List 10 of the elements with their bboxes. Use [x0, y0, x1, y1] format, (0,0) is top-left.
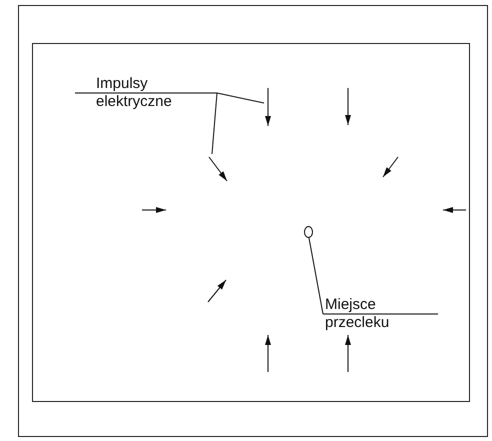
callout-label: przecleku — [324, 314, 390, 332]
callout-label: Miejsce — [324, 296, 376, 314]
leak-point-ellipse — [304, 226, 313, 238]
leader-line — [212, 92, 218, 154]
impulse-arrow — [206, 154, 230, 184]
callout-label: Impulsy — [95, 75, 148, 93]
leader-line — [308, 238, 324, 314]
leader-line — [216, 92, 264, 104]
callout-label: elektryczne — [95, 93, 172, 111]
impulse-arrow — [264, 86, 272, 128]
